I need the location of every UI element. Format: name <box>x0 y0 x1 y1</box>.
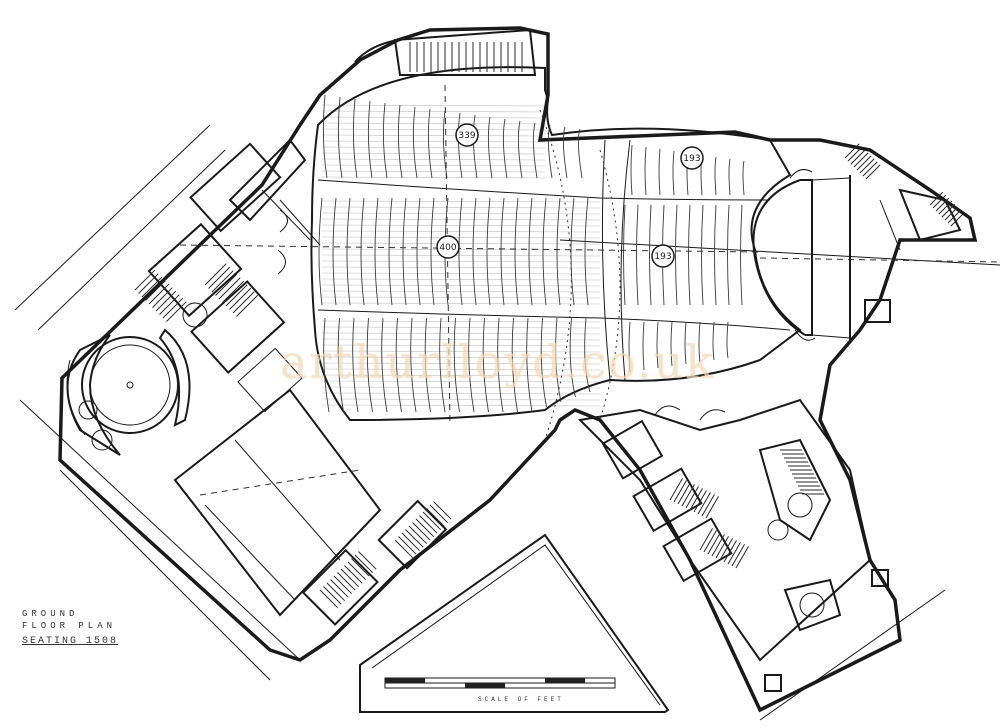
seating-count: 1508 <box>86 636 119 647</box>
section-badge-front-right-lower: 193 <box>651 244 675 268</box>
lower-hall <box>173 388 448 626</box>
badge-label: 400 <box>439 243 456 253</box>
scale-bar <box>384 677 616 689</box>
top-staircase <box>354 28 537 76</box>
legend-line-2: FLOOR PLAN <box>22 621 117 631</box>
section-badge-rear-stalls: 339 <box>455 123 479 147</box>
street-lines <box>14 124 1000 721</box>
doors <box>277 169 816 421</box>
badge-label: 339 <box>458 131 475 141</box>
plan-legend: GROUND FLOOR PLAN SEATING 1508 <box>22 608 118 648</box>
building-outline <box>58 26 978 713</box>
legend-line-1: GROUND <box>22 609 79 619</box>
seating-label: SEATING <box>22 636 79 647</box>
section-badge-front-right-upper: 193 <box>680 146 704 170</box>
section-badge-centre-stalls: 400 <box>436 235 460 259</box>
seating-rows <box>318 94 745 413</box>
right-wing <box>577 188 962 692</box>
badge-label: 193 <box>654 252 671 262</box>
badge-label: 193 <box>683 154 700 164</box>
seating-total: SEATING 1508 <box>22 636 118 648</box>
scale-label: SCALE OF FEET <box>478 696 564 703</box>
entrance-rotunda <box>66 302 208 456</box>
stair-treads <box>134 42 965 609</box>
courtyard <box>359 533 670 713</box>
stage <box>752 175 1000 340</box>
auditorium <box>310 66 802 422</box>
foyer-rooms <box>147 138 321 413</box>
